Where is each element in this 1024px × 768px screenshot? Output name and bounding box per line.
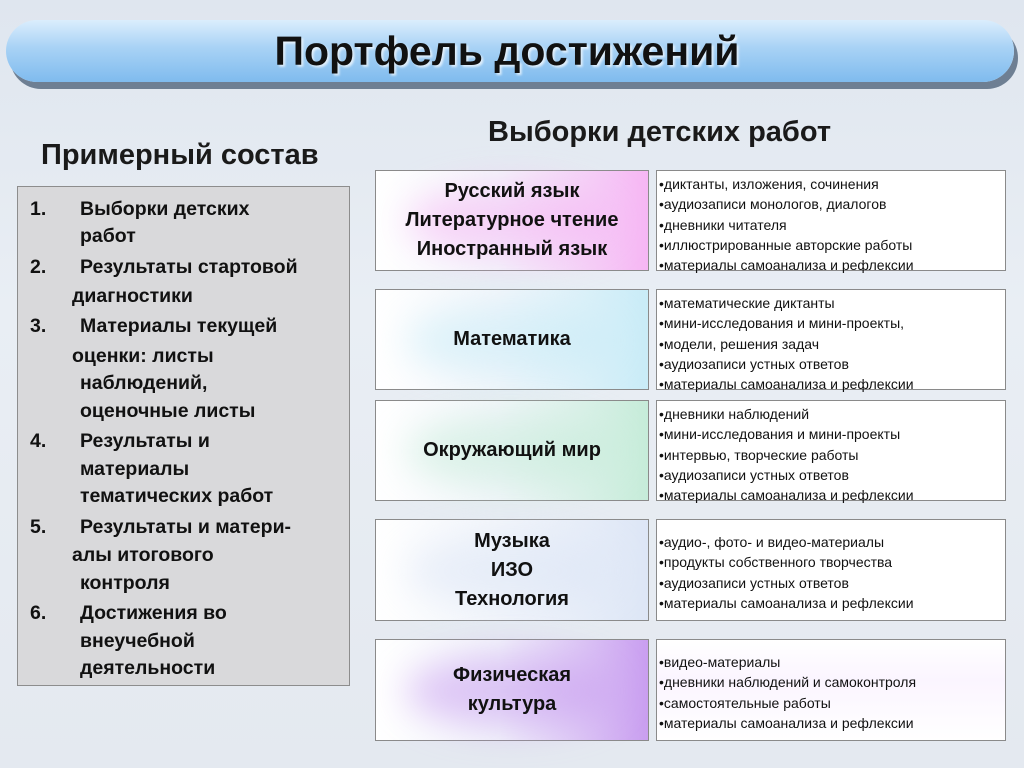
subject-item: •материалы самоанализа и рефлексии — [659, 376, 914, 393]
subject-item: •интервью, творческие работы — [659, 446, 859, 463]
subject-box: Физическая культура — [375, 639, 649, 741]
subject-item: •аудиозаписи устных ответов — [659, 574, 849, 591]
list-item-text: алы итогового — [72, 544, 214, 566]
subject-name: Физическая культура — [453, 664, 571, 715]
subject-box: Музыка ИЗО Технология — [375, 519, 649, 621]
subject-items-box: •видео-материалы •дневники наблюдений и с… — [656, 639, 1006, 741]
subject-item: •аудиозаписи монологов, диалогов — [659, 196, 887, 213]
subject-item: •дневники наблюдений и самоконтроля — [659, 674, 917, 691]
list-item-text: работ — [80, 225, 136, 247]
subject-item: •аудиозаписи устных ответов — [659, 355, 849, 372]
list-item-text: деятельности — [80, 657, 216, 679]
subject-box: Математика — [375, 289, 649, 390]
subject-item: •дневники наблюдений — [659, 406, 810, 422]
list-number: 1. — [30, 198, 47, 220]
list-item-text: Достижения во — [80, 602, 227, 624]
subject-item: •мини-исследования и мини-проекты — [659, 426, 901, 443]
list-item-text: Материалы текущей — [80, 315, 278, 337]
right-heading: Выборки детских работ — [488, 116, 832, 148]
list-item-text: Выборки детских — [80, 198, 250, 220]
subject-item: •материалы самоанализа и рефлексии — [659, 714, 914, 731]
list-item-text: оценочные листы — [80, 400, 256, 422]
list-item-text: оценки: листы — [72, 345, 214, 367]
subject-item: •самостоятельные работы — [659, 694, 831, 711]
subject-item: •аудио-, фото- и видео-материалы — [659, 534, 885, 550]
subject-name: Окружающий мир — [423, 439, 601, 461]
subject-item: •мини-исследования и мини-проекты, — [659, 315, 905, 332]
subject-item: •материалы самоанализа и рефлексии — [659, 257, 914, 274]
left-heading: Примерный состав — [41, 139, 319, 171]
subject-glow — [406, 654, 616, 728]
list-item-text: наблюдений, — [80, 372, 208, 394]
subject-glow — [406, 415, 616, 488]
subject-glow — [406, 304, 616, 377]
subject-items-box: •дневники наблюдений •мини-исследования и… — [656, 400, 1006, 503]
subject-item: •продукты собственного творчества — [659, 554, 893, 571]
subject-item: •иллюстрированные авторские работы — [659, 236, 913, 253]
list-item-text: Результаты стартовой — [80, 256, 298, 278]
list-item-text: тематических работ — [80, 485, 274, 507]
subject-item: •материалы самоанализа и рефлексии — [659, 487, 914, 504]
subject-name: Музыка ИЗО Технология — [455, 529, 569, 610]
list-number: 4. — [30, 430, 47, 452]
subject-items-box: •аудио-, фото- и видео-материалы •продукт… — [656, 519, 1006, 621]
list-item-text: внеучебной — [80, 630, 195, 652]
subject-item: •видео-материалы — [659, 654, 781, 670]
subject-glow — [406, 534, 616, 608]
subject-glow — [406, 185, 616, 258]
list-number: 6. — [30, 602, 47, 624]
title-banner — [6, 20, 1014, 82]
list-number: 3. — [30, 315, 47, 337]
subject-item: •диктанты, изложения, сочинения — [659, 176, 879, 192]
subject-items-box: •математические диктанты •мини-исследован… — [656, 289, 1006, 392]
list-item-text: Результаты и матери- — [80, 516, 292, 538]
list-number: 2. — [30, 256, 47, 278]
composition-list-box — [17, 186, 350, 686]
page-title: Портфель достижений — [274, 28, 740, 74]
subject-item: •модели, решения задач — [659, 335, 820, 352]
subject-item: •математические диктанты — [659, 295, 835, 311]
subject-items-box: •диктанты, изложения, сочинения •аудиозап… — [656, 170, 1006, 273]
list-item-text: контроля — [80, 572, 170, 594]
list-item-text: Результаты и — [80, 430, 210, 452]
subject-box: Русский язык Литературное чтение Иностра… — [375, 170, 649, 271]
subject-item: •материалы самоанализа и рефлексии — [659, 594, 914, 611]
subject-name: Русский язык Литературное чтение Иностра… — [405, 180, 619, 260]
subject-item: •аудиозаписи устных ответов — [659, 466, 849, 483]
subject-name: Математика — [453, 328, 571, 350]
list-item-text: диагностики — [72, 285, 193, 307]
list-number: 5. — [30, 516, 47, 538]
subject-item: •дневники читателя — [659, 216, 787, 233]
subject-box: Окружающий мир — [375, 400, 649, 501]
list-item-text: материалы — [80, 458, 190, 480]
